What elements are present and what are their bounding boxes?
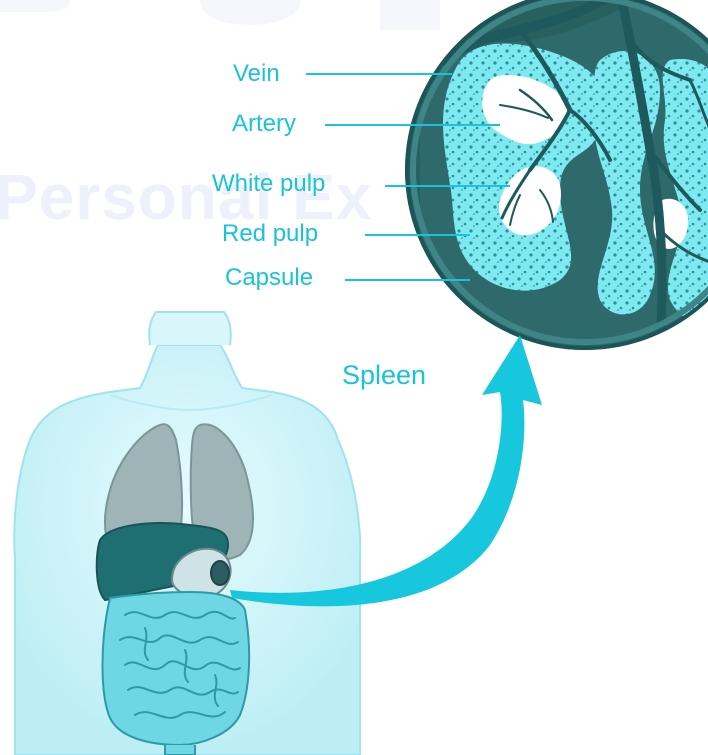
label-red-pulp: Red pulp [222,222,318,246]
intestines [103,592,250,755]
label-artery: Artery [232,112,296,136]
spleen-cross-section [400,0,708,360]
spleen-organ [211,561,229,585]
label-capsule: Capsule [225,266,313,290]
label-spleen: Spleen [342,362,426,389]
label-white-pulp: White pulp [212,172,325,196]
label-vein: Vein [233,62,280,86]
watermark-shapes [0,0,440,30]
